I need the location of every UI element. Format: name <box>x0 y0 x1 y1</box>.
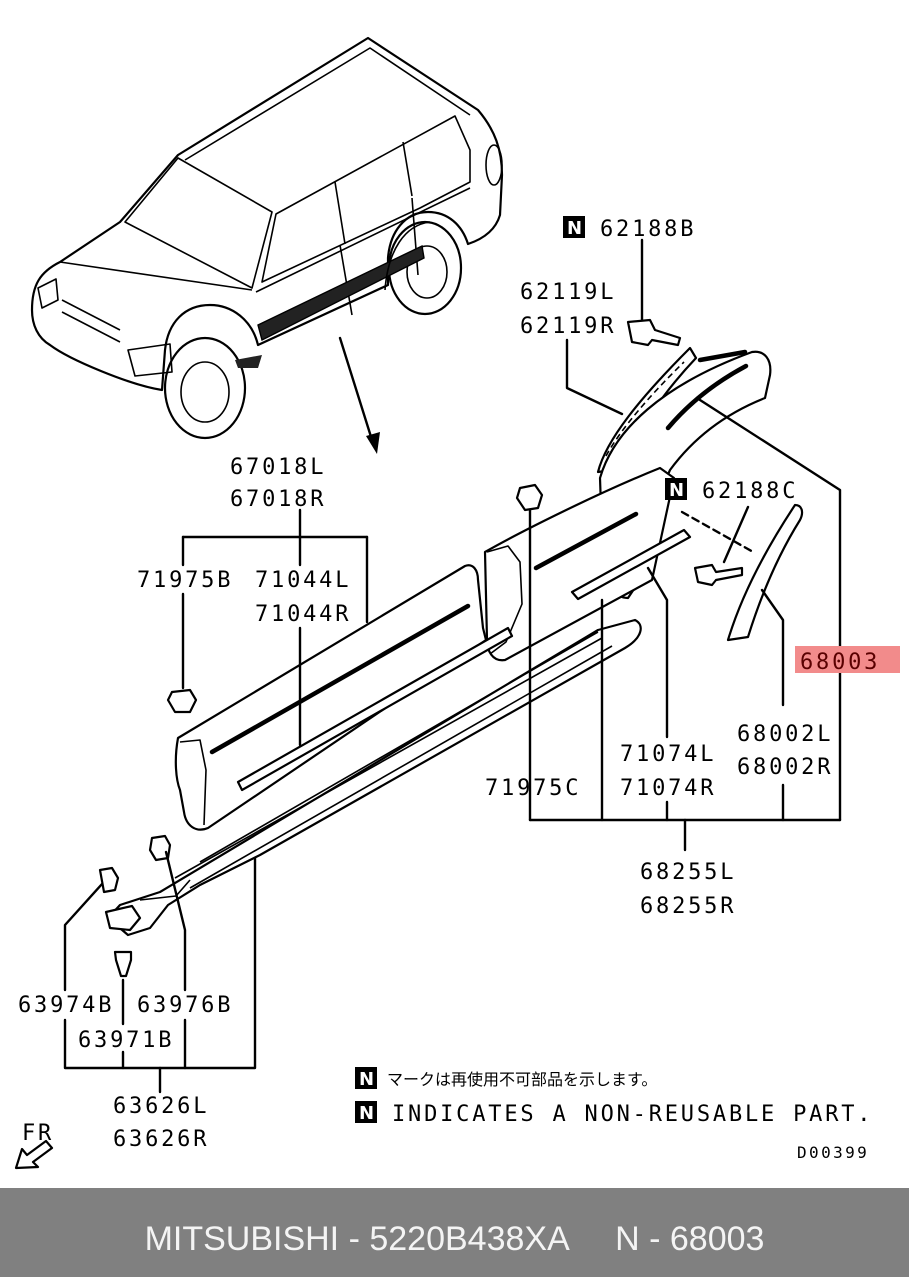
side-sill-line-2 <box>189 645 613 889</box>
clip-62188B <box>626 318 682 347</box>
label-68002L[interactable]: 68002L <box>737 722 833 747</box>
label-68003[interactable]: 68003 <box>800 650 880 675</box>
label-71044L[interactable]: 71044L <box>255 568 351 593</box>
label-63626L[interactable]: 63626L <box>113 1094 209 1119</box>
label-62119R[interactable]: 62119R <box>520 314 616 339</box>
side-sill-line-3 <box>199 631 599 863</box>
non-reusable-badge-text: N <box>359 1103 374 1124</box>
label-67018L[interactable]: 67018L <box>230 455 326 480</box>
legend: N マークは再使用不可部品を示します。 N INDICATES A NON-RE… <box>355 1067 873 1162</box>
upper-molding-strip <box>570 528 692 601</box>
rear-wheel-hub <box>406 245 448 299</box>
headlight-left <box>37 278 59 309</box>
hood-line <box>59 261 253 291</box>
front-door-molding-endcap <box>179 739 207 826</box>
label-68255R[interactable]: 68255R <box>640 894 736 919</box>
label-71074R[interactable]: 71074R <box>620 776 716 801</box>
label-62188B[interactable]: 62188B <box>600 217 696 242</box>
non-reusable-badge <box>563 216 585 238</box>
legend-english: INDICATES A NON-REUSABLE PART. <box>392 1102 873 1127</box>
door-seam-front <box>339 244 353 316</box>
fender-liner-detail <box>605 361 685 457</box>
vehicle-body-outline <box>30 36 504 392</box>
front-grille <box>61 299 121 343</box>
clip-71975B <box>166 688 198 714</box>
direction-label: FR <box>22 1121 54 1146</box>
non-reusable-badge <box>355 1067 377 1089</box>
non-reusable-badge-text: N <box>669 480 684 501</box>
footer-title: MITSUBISHI - 5220B438XA N - 68003 <box>145 1220 765 1258</box>
non-reusable-badge <box>665 478 687 500</box>
rear-door-molding-groove <box>533 511 639 571</box>
label-71074L[interactable]: 71074L <box>620 742 716 767</box>
label-63626R[interactable]: 63626R <box>113 1127 209 1152</box>
vehicle-sill-mark <box>235 355 262 368</box>
wheel-arch-top-strip <box>697 349 748 363</box>
non-reusable-badge-text: N <box>567 218 582 239</box>
b-pillar <box>334 181 346 245</box>
parts-exploded <box>98 318 804 978</box>
footer-bar: MITSUBISHI - 5220B438XA N - 68003 <box>0 1188 909 1277</box>
label-71044R[interactable]: 71044R <box>255 602 351 627</box>
wheel-arch-groove <box>665 363 749 431</box>
diagram-code: D00399 <box>797 1143 869 1162</box>
front-wheel-hub <box>180 361 230 423</box>
arch-extension <box>726 503 804 642</box>
windshield <box>124 157 273 289</box>
label-63971B[interactable]: 63971B <box>78 1028 174 1053</box>
label-63976B[interactable]: 63976B <box>137 993 233 1018</box>
vehicle-side-molding <box>257 244 425 342</box>
screw-63971B <box>113 950 133 978</box>
front-wheel <box>163 336 247 440</box>
clip-63974B <box>98 866 120 894</box>
front-direction-indicator: FR <box>14 1121 54 1170</box>
headlight-right <box>127 343 173 377</box>
rear-door-molding <box>483 466 676 662</box>
label-67018R[interactable]: 67018R <box>230 487 326 512</box>
spare-tire <box>485 144 503 186</box>
non-reusable-badge <box>355 1101 377 1123</box>
clip-71975C <box>515 483 544 512</box>
label-71975B[interactable]: 71975B <box>137 568 233 593</box>
label-68002R[interactable]: 68002R <box>737 755 833 780</box>
side-sill-garnish <box>106 618 642 937</box>
view-arrow <box>338 336 380 454</box>
selected-part-highlight <box>795 646 900 673</box>
vehicle-overview <box>30 36 504 440</box>
label-62119L[interactable]: 62119L <box>520 280 616 305</box>
front-door-molding-groove <box>209 603 471 755</box>
rear-door-molding-endcap <box>486 545 523 655</box>
non-reusable-badge-text: N <box>359 1069 374 1090</box>
c-pillar <box>402 141 413 197</box>
label-68255L[interactable]: 68255L <box>640 860 736 885</box>
vehicle-fender-flare <box>384 221 431 291</box>
front-door-molding <box>174 564 488 831</box>
beltline <box>255 187 471 293</box>
side-sill-bracket <box>104 904 142 932</box>
label-71975C[interactable]: 71975C <box>485 776 581 801</box>
label-62188C[interactable]: 62188C <box>702 479 798 504</box>
legend-japanese: マークは再使用不可部品を示します。 <box>387 1070 657 1089</box>
leader-lines <box>63 238 842 1094</box>
roof-rail <box>184 47 471 161</box>
footer-background <box>0 1188 909 1277</box>
part-labels: N 62188B 62119L 62119R 67018L 67018R N 6… <box>18 216 900 1152</box>
direction-arrow-icon <box>14 1139 54 1170</box>
front-door-molding-strip <box>236 626 514 792</box>
clip-62188C <box>693 563 744 587</box>
label-63974B[interactable]: 63974B <box>18 993 114 1018</box>
side-windows <box>261 115 471 283</box>
